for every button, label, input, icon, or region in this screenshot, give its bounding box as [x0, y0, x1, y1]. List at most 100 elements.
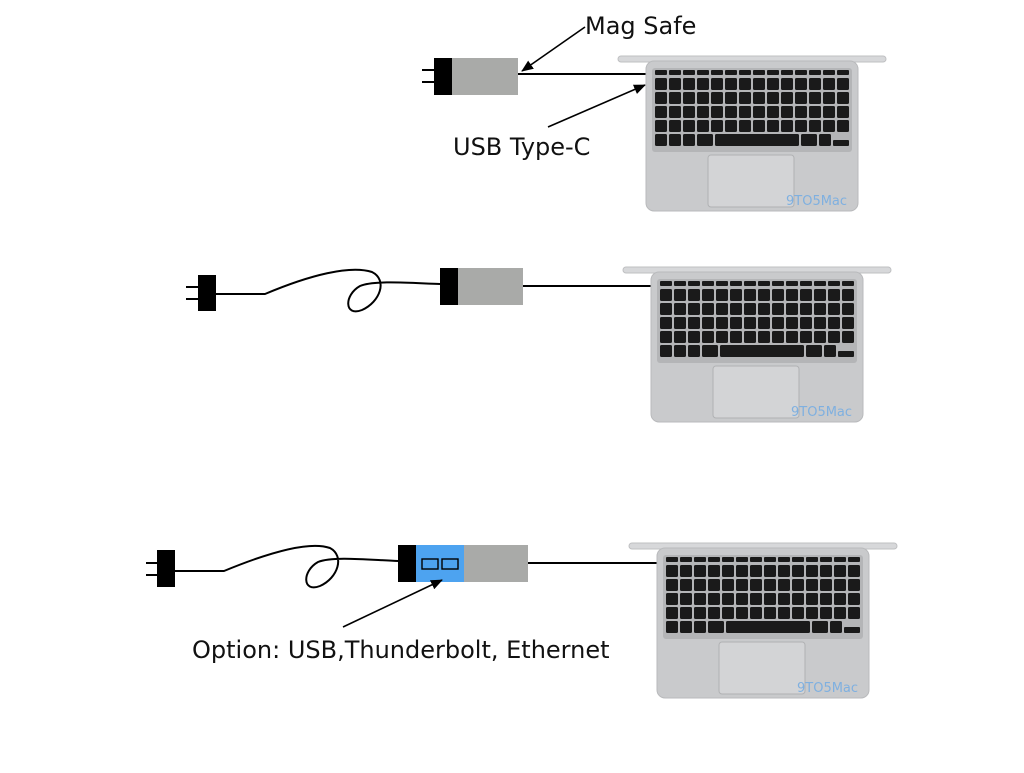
key — [674, 281, 686, 286]
key — [739, 70, 751, 75]
key — [716, 317, 728, 329]
key — [767, 106, 779, 118]
key — [800, 303, 812, 315]
magsafe-label: Mag Safe — [585, 12, 697, 40]
key — [666, 607, 678, 619]
plug-icon — [434, 58, 452, 95]
key — [764, 607, 776, 619]
key — [758, 317, 770, 329]
watermark: 9TO5Mac — [786, 194, 847, 209]
usb-port-icon — [421, 558, 439, 570]
key — [764, 565, 776, 577]
key — [772, 303, 784, 315]
key — [823, 120, 835, 132]
key — [820, 607, 832, 619]
key — [814, 317, 826, 329]
key — [716, 331, 728, 343]
key — [694, 565, 706, 577]
key — [669, 120, 681, 132]
key — [753, 78, 765, 90]
key — [694, 607, 706, 619]
key — [725, 120, 737, 132]
key — [820, 565, 832, 577]
key — [739, 120, 751, 132]
key — [786, 289, 798, 301]
power-adapter — [452, 58, 518, 95]
key — [753, 70, 765, 75]
key — [736, 579, 748, 591]
plug-icon — [398, 545, 416, 582]
key — [725, 70, 737, 75]
row-3-hub: 9TO5Mac — [146, 542, 898, 699]
key — [767, 92, 779, 104]
key — [792, 565, 804, 577]
key — [764, 579, 776, 591]
cable-loop — [216, 268, 441, 313]
key — [655, 78, 667, 90]
key — [834, 593, 846, 605]
key — [722, 607, 734, 619]
key — [744, 317, 756, 329]
key — [823, 70, 835, 75]
magsafe-arrow — [521, 26, 586, 72]
key — [795, 120, 807, 132]
key — [820, 579, 832, 591]
key — [708, 593, 720, 605]
key — [739, 92, 751, 104]
key — [753, 106, 765, 118]
key — [814, 303, 826, 315]
key — [683, 70, 695, 75]
power-adapter — [464, 545, 528, 582]
key — [688, 303, 700, 315]
key — [680, 621, 692, 633]
key — [823, 92, 835, 104]
key — [655, 70, 667, 75]
key — [764, 557, 776, 562]
key — [753, 120, 765, 132]
key — [837, 92, 849, 104]
key — [669, 92, 681, 104]
key — [694, 621, 706, 633]
key — [778, 565, 790, 577]
key — [744, 303, 756, 315]
key — [772, 317, 784, 329]
trackpad — [707, 154, 795, 208]
key — [669, 70, 681, 75]
option-arrow — [342, 579, 443, 628]
key — [781, 106, 793, 118]
key — [688, 317, 700, 329]
usb-port-icon — [441, 558, 459, 570]
key — [660, 289, 672, 301]
key — [820, 557, 832, 562]
key — [744, 331, 756, 343]
key — [778, 557, 790, 562]
key — [801, 134, 817, 146]
key — [828, 317, 840, 329]
key — [750, 579, 762, 591]
key — [837, 78, 849, 90]
key — [711, 106, 723, 118]
key — [778, 579, 790, 591]
key — [697, 106, 709, 118]
row-1-magsafe: 9TO5Mac — [422, 26, 887, 212]
key — [800, 289, 812, 301]
key — [722, 593, 734, 605]
key — [722, 579, 734, 591]
key — [814, 331, 826, 343]
arrow-keys — [844, 627, 860, 633]
key — [837, 70, 849, 75]
key — [809, 106, 821, 118]
key — [772, 289, 784, 301]
key — [694, 579, 706, 591]
trackpad — [718, 641, 806, 695]
key — [669, 134, 681, 146]
key — [680, 607, 692, 619]
key — [814, 289, 826, 301]
key — [806, 593, 818, 605]
key — [819, 134, 831, 146]
key — [722, 557, 734, 562]
plug-icon — [198, 275, 216, 311]
key — [655, 120, 667, 132]
key — [702, 281, 714, 286]
key — [730, 289, 742, 301]
